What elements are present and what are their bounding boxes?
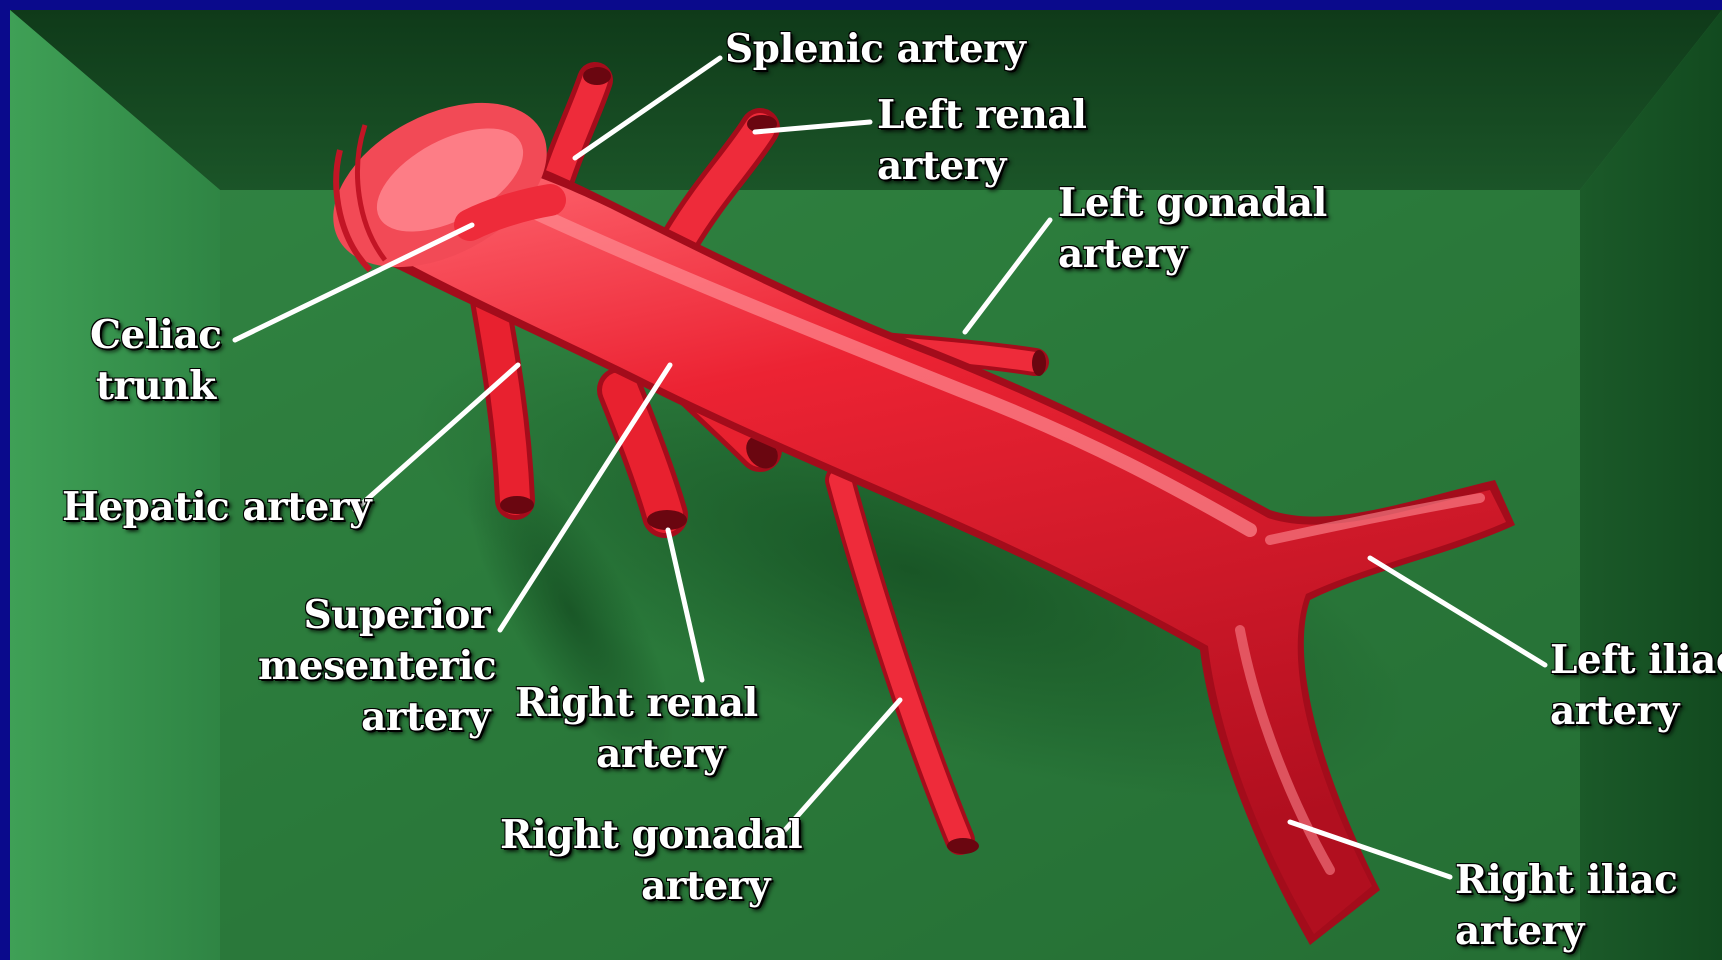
- label-superior-mesenteric-line-1: Superior: [258, 590, 490, 641]
- label-superior-mesenteric-line-3: artery: [258, 692, 490, 743]
- splenic-artery-opening: [583, 67, 611, 85]
- label-left-gonadal-line-1: Left gonadal: [1058, 178, 1327, 229]
- diagram-canvas: Splenic artery Left renal artery Left go…: [10, 10, 1722, 960]
- label-right-gonadal-line-2: artery: [500, 861, 770, 912]
- label-right-iliac-line-2: artery: [1455, 906, 1677, 957]
- label-left-renal-artery: Left renal artery: [877, 90, 1086, 192]
- label-left-renal-line-2: artery: [877, 141, 1086, 192]
- label-superior-mesenteric-line-2: mesenteric: [258, 641, 490, 692]
- label-right-iliac-artery: Right iliac artery: [1455, 855, 1677, 957]
- label-right-gonadal-artery: Right gonadal artery: [500, 810, 770, 912]
- right-renal-artery-opening: [647, 510, 687, 530]
- label-hepatic-artery: Hepatic artery: [62, 482, 371, 533]
- hepatic-artery-opening: [500, 496, 534, 514]
- label-celiac-line-2: trunk: [90, 361, 222, 412]
- label-left-iliac-artery: Left iliac artery: [1550, 635, 1722, 737]
- label-left-gonadal-artery: Left gonadal artery: [1058, 178, 1327, 280]
- label-left-iliac-line-2: artery: [1550, 686, 1722, 737]
- label-right-renal-artery: Right renal artery: [515, 678, 725, 780]
- label-splenic-artery-line-1: Splenic artery: [725, 24, 1025, 75]
- label-hepatic-line-1: Hepatic artery: [62, 482, 371, 533]
- label-right-renal-line-2: artery: [515, 729, 725, 780]
- label-left-renal-line-1: Left renal: [877, 90, 1086, 141]
- label-left-iliac-line-1: Left iliac: [1550, 635, 1722, 686]
- label-right-renal-line-1: Right renal: [515, 678, 725, 729]
- right-gonadal-artery-opening: [947, 838, 979, 854]
- left-gonadal-artery-opening: [1032, 350, 1046, 376]
- label-superior-mesenteric-artery: Superior mesenteric artery: [258, 590, 490, 743]
- label-left-gonadal-line-2: artery: [1058, 229, 1327, 280]
- label-splenic-artery: Splenic artery: [725, 24, 1025, 75]
- label-right-iliac-line-1: Right iliac: [1455, 855, 1677, 906]
- label-celiac-trunk: Celiac trunk: [90, 310, 222, 412]
- label-celiac-line-1: Celiac: [90, 310, 222, 361]
- label-right-gonadal-line-1: Right gonadal: [500, 810, 770, 861]
